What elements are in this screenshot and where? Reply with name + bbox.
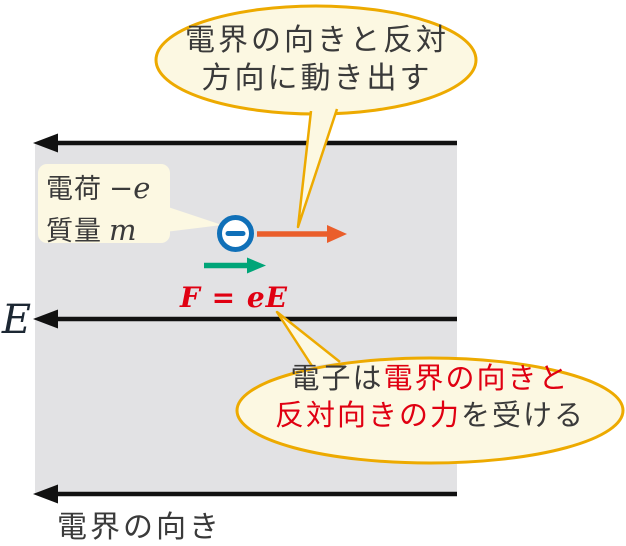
bottom-line2-red: 反対向きの力 [274, 400, 461, 432]
bottom-speech-bubble [235, 310, 625, 465]
mass-value: m [109, 213, 137, 247]
motion-arrow-icon [257, 225, 347, 243]
charge-label-pointer [165, 206, 222, 232]
field-arrow-top-icon [33, 133, 457, 153]
charge-word: 電荷 [46, 174, 102, 204]
force-formula: F = eE [180, 281, 288, 314]
bottom-bubble-line1: 電子は電界の向きと [240, 361, 620, 398]
field-symbol: E [1, 297, 32, 343]
mass-word: 質量 [46, 216, 102, 246]
field-arrow-middle-icon [33, 309, 457, 329]
bottom-line1-dark: 電子は [290, 363, 384, 395]
electron-icon [217, 215, 254, 252]
top-bubble-label: 電界の向きと反対 方向に動き出す [156, 22, 478, 98]
charge-label-box [38, 164, 222, 243]
top-bubble-tail [296, 108, 339, 229]
bottom-line1-red: 電界の向きと [383, 363, 570, 395]
bottom-bubble-line2: 反対向きの力を受ける [240, 398, 620, 435]
field-arrow-bottom-icon [33, 484, 457, 504]
charge-value: −e [109, 171, 151, 205]
bottom-bubble-tail [275, 310, 341, 367]
charge-line: 電荷−e [46, 170, 150, 212]
force-arrow-icon [204, 257, 266, 274]
top-bubble-line2: 方向に動き出す [201, 62, 433, 95]
top-bubble-line1: 電界の向きと反対 [185, 24, 449, 57]
top-speech-bubble [154, 4, 478, 229]
bottom-line2-dark: を受ける [461, 400, 586, 432]
bottom-bubble-label: 電子は電界の向きと 反対向きの力を受ける [240, 361, 620, 435]
field-direction-caption: 電界の向き [57, 511, 222, 544]
